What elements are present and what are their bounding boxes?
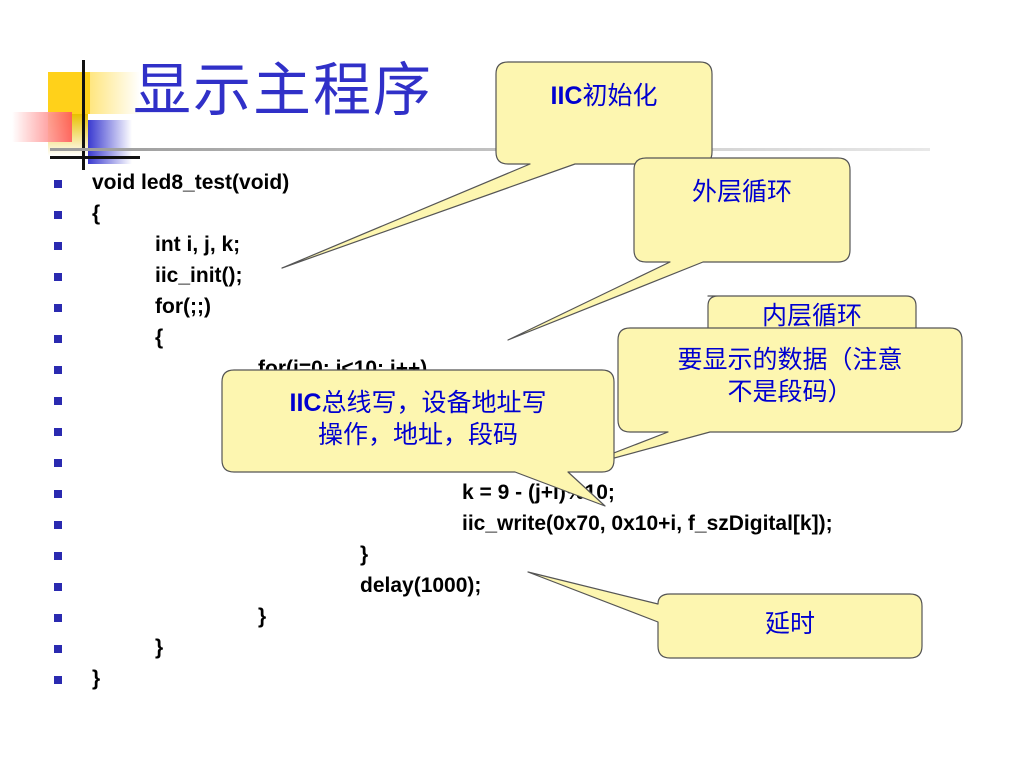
list-bullet — [54, 428, 62, 436]
list-bullet — [54, 614, 62, 622]
code-line: void led8_test(void) — [92, 171, 290, 194]
callout-data-note: 要显示的数据（注意 不是段码） — [677, 345, 903, 406]
list-bullet — [54, 397, 62, 405]
code-line: } — [155, 636, 164, 659]
code-line: } — [92, 667, 101, 690]
code-line: { — [155, 326, 164, 349]
list-bullet — [54, 242, 62, 250]
code-line: iic_write(0x70, 0x10+i, f_szDigital[k]); — [462, 512, 833, 535]
code-line: delay(1000); — [360, 574, 482, 597]
list-bullet — [54, 645, 62, 653]
list-bullet — [54, 552, 62, 560]
callout-delay: 延时 — [764, 609, 815, 638]
list-bullet — [54, 273, 62, 281]
list-bullet — [54, 180, 62, 188]
corner-decoration — [0, 60, 140, 170]
list-bullet — [54, 521, 62, 529]
callout-iic-init-box — [281, 61, 713, 269]
callout-iic-write: IIC总线写，设备地址写 操作，地址，段码 — [289, 388, 547, 449]
code-line: } — [258, 605, 267, 628]
callout-data-note-box — [569, 327, 963, 471]
callout-inner-loop: 内层循环 — [761, 301, 862, 330]
callout-iic-write-box — [221, 369, 615, 507]
code-line: int i, j, k; — [155, 233, 241, 256]
callout-iic-init: IIC初始化 — [550, 81, 658, 110]
callout-outer-loop-box — [507, 157, 851, 341]
code-line: { — [92, 202, 101, 225]
slide-title: 显示主程序 — [133, 56, 434, 124]
list-bullet — [54, 304, 62, 312]
code-line: for(;;) — [155, 295, 211, 318]
callout-outer-loop: 外层循环 — [691, 177, 792, 206]
list-bullet — [54, 211, 62, 219]
list-bullet — [54, 459, 62, 467]
code-line: iic_init(); — [155, 264, 243, 287]
list-bullet — [54, 490, 62, 498]
list-bullet — [54, 335, 62, 343]
list-bullet — [54, 366, 62, 374]
title-divider — [50, 148, 930, 151]
list-bullet — [54, 583, 62, 591]
list-bullet — [54, 676, 62, 684]
callout-delay-box — [527, 571, 923, 659]
code-line: } — [360, 543, 369, 566]
